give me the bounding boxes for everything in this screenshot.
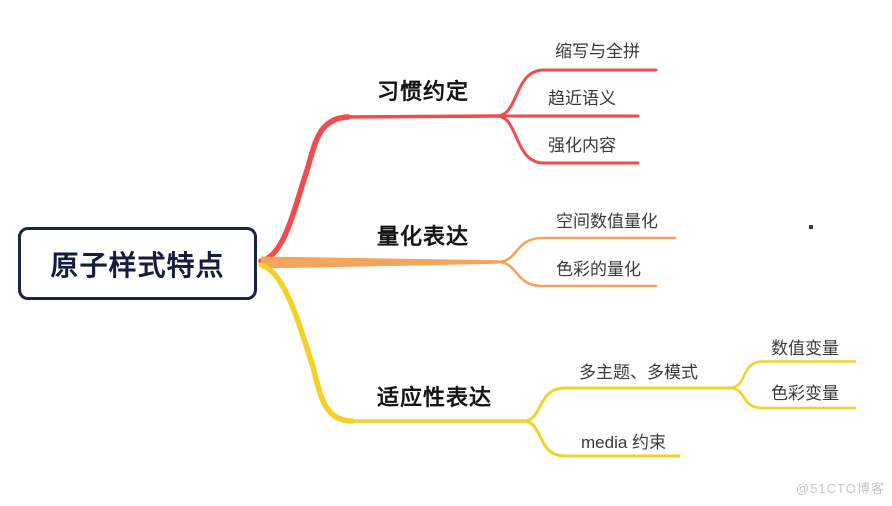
grandchild-node-numeric-variable[interactable]: 数值变量: [771, 339, 839, 358]
child-node-spatial-quant[interactable]: 空间数值量化: [556, 212, 658, 231]
child-node-multitheme-multimode[interactable]: 多主题、多模式: [579, 363, 698, 382]
child-node-color-quant[interactable]: 色彩的量化: [556, 260, 641, 279]
branch-line-habit-trunk: [258, 114, 351, 264]
branch-line-adapt-child-1: [521, 386, 731, 423]
branch-line-habit-child-1: [496, 68, 658, 118]
branch-line-quant-trunk: [261, 256, 498, 269]
child-node-abbrev-fullspell[interactable]: 缩写与全拼: [555, 42, 640, 61]
child-node-reinforce-content[interactable]: 强化内容: [548, 136, 616, 155]
branch-node-quantify[interactable]: 量化表达: [377, 224, 470, 249]
branch-line-habit-child-3: [496, 114, 640, 165]
stray-dot: [809, 225, 813, 229]
root-node[interactable]: 原子样式特点: [18, 227, 257, 300]
branch-node-habit[interactable]: 习惯约定: [377, 79, 470, 104]
grandchild-node-color-variable[interactable]: 色彩变量: [771, 384, 839, 403]
branch-line-quant-child-1: [496, 236, 677, 264]
branch-line-habit-main: [342, 114, 500, 119]
branch-line-adapt-child-2: [521, 419, 681, 458]
branch-line-adapt-grandchild-2: [727, 386, 857, 410]
watermark-51cto: @51CTO博客: [796, 481, 885, 496]
child-node-media-constraint[interactable]: media 约束: [581, 433, 667, 452]
branch-line-adapt-grandchild-1: [727, 360, 857, 390]
branch-line-quant-child-2: [496, 260, 658, 288]
branch-line-adapt-trunk: [258, 262, 355, 424]
branch-node-adaptive[interactable]: 适应性表达: [377, 385, 493, 410]
child-node-approx-semantics[interactable]: 趋近语义: [548, 89, 616, 108]
